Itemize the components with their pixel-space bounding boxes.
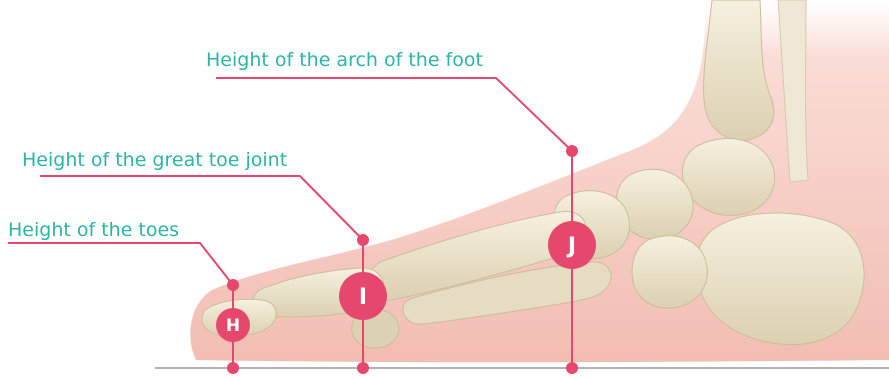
leader-line <box>8 243 233 285</box>
marker-letter: I <box>359 285 367 310</box>
bottom-point <box>566 362 578 374</box>
bottom-point <box>357 362 369 374</box>
marker-letter: H <box>226 316 240 336</box>
talus-bone <box>682 138 774 215</box>
bottom-point <box>227 362 239 374</box>
leg-fade <box>660 0 889 160</box>
top-point <box>227 279 239 291</box>
marker-letter: J <box>566 234 576 259</box>
leader-line <box>216 78 572 151</box>
measurement-label: Height of the arch of the foot <box>206 49 483 71</box>
cuboid-bone <box>632 236 707 308</box>
measurement-label: Height of the toes <box>8 219 179 241</box>
top-point <box>357 234 369 246</box>
measurement-label: Height of the great toe joint <box>22 149 287 171</box>
top-point <box>566 145 578 157</box>
